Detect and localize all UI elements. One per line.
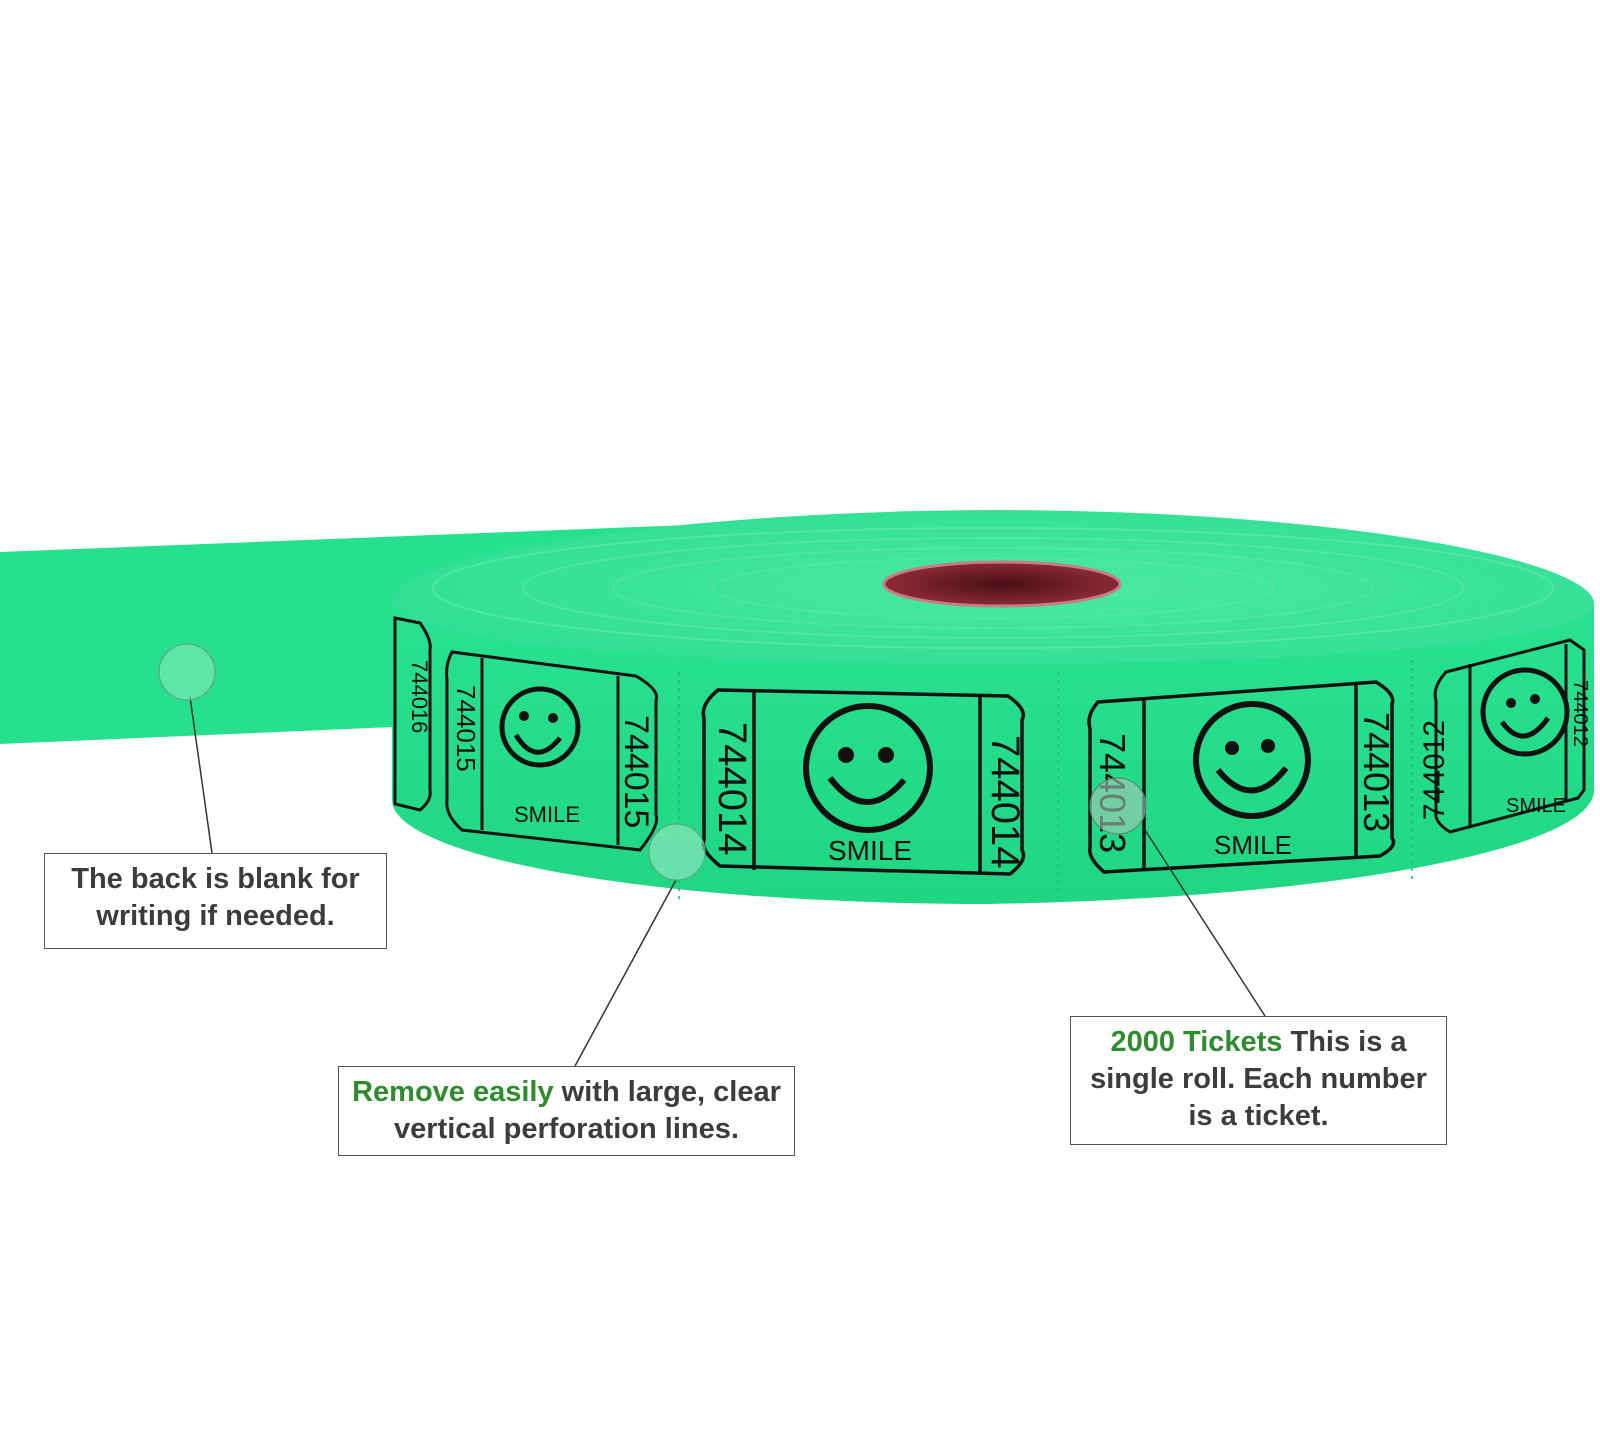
ticket-744014: 744014 744014 SMILE [701, 688, 1027, 876]
ticket-number-right: 744014 [983, 735, 1027, 868]
smile-label: SMILE [514, 802, 580, 827]
ticket-744016: 744016 [393, 616, 432, 812]
smile-label: SMILE [1214, 830, 1292, 860]
callout-perforation: Remove easily with large, clear vertical… [338, 1066, 795, 1156]
callout-highlight: Remove easily [352, 1076, 554, 1108]
callout-line: Each number is a ticket. [1188, 1063, 1427, 1132]
ticket-number-left: 744014 [710, 722, 754, 855]
smiley-face-icon [1193, 701, 1311, 819]
smiley-face-icon [1480, 667, 1570, 757]
callout-line: clear vertical perforation lines. [394, 1076, 781, 1145]
leader-line-back [189, 696, 213, 854]
callout-text: with large, [553, 1076, 706, 1108]
callout-line: The back is blank for [71, 863, 360, 895]
ticket-744015: 744015 744015 SMILE [445, 650, 659, 852]
callout-highlight: 2000 Tickets [1110, 1026, 1283, 1058]
callout-marker-icon [158, 643, 216, 701]
callout-marker-icon [1089, 777, 1147, 835]
callout-back-blank: The back is blank for writing if needed. [44, 853, 387, 949]
leader-line-count [1144, 829, 1266, 1017]
callout-ticket-count: 2000 Tickets This is a single roll. Each… [1070, 1016, 1447, 1145]
smiley-face-icon [499, 686, 581, 768]
ticket-number-right: 744012 [1569, 680, 1591, 747]
callout-line: This is a single roll. [1090, 1026, 1407, 1095]
ticket-number-left: 744015 [451, 685, 481, 772]
roll-core [884, 562, 1120, 606]
callout-line: writing if needed. [96, 900, 335, 932]
ticket-744013: 744013 744013 SMILE [1087, 680, 1397, 874]
callout-line: Remove easily with large, [352, 1076, 705, 1108]
ticket-number-left: 744012 [1418, 720, 1451, 820]
ticket-number-right: 744013 [1356, 712, 1397, 832]
callout-marker-icon [648, 823, 706, 881]
leader-line-perforation [574, 879, 677, 1067]
ticket-number: 744016 [407, 660, 432, 733]
ticket-744012: 744012 744012 SMILE [1418, 638, 1591, 834]
smile-label: SMILE [828, 835, 912, 866]
smiley-face-icon [803, 703, 933, 833]
ticket-number-right: 744015 [617, 715, 655, 828]
smile-label: SMILE [1506, 795, 1566, 817]
